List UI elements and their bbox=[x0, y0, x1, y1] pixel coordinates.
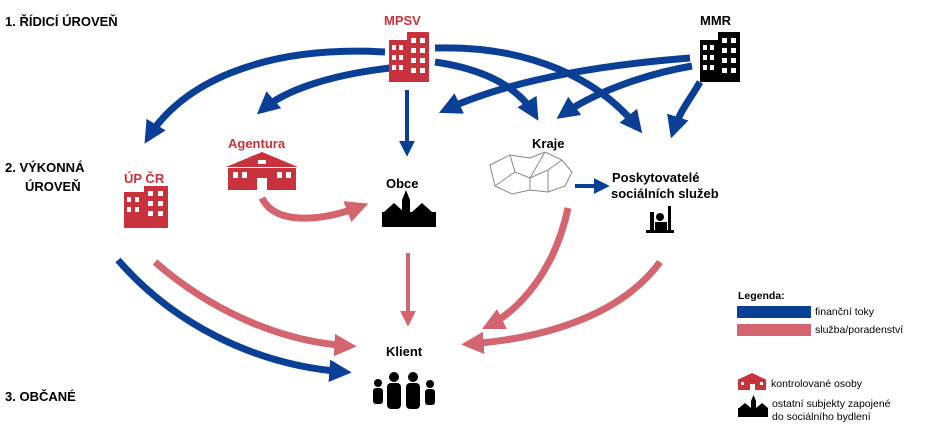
service-kraje-klient bbox=[481, 207, 572, 330]
flow-mmr-poskytovatele bbox=[667, 80, 704, 139]
level-2-label-line2: ÚROVEŇ bbox=[25, 179, 81, 194]
legend-title: Legenda: bbox=[738, 290, 785, 302]
flow-up-klient bbox=[115, 257, 352, 383]
service-agentura-obce bbox=[258, 196, 369, 223]
legend-swatch-financni bbox=[737, 306, 811, 318]
mpsv-label: MPSV bbox=[384, 13, 421, 28]
financial-flows bbox=[115, 44, 704, 383]
agentura-label: Agentura bbox=[228, 136, 286, 151]
mmr-label: MMR bbox=[700, 13, 732, 28]
legend-sluzba: služba/poradenství bbox=[815, 324, 904, 336]
town-church-icon bbox=[738, 395, 768, 417]
up-cr-label: ÚP ČR bbox=[124, 171, 165, 186]
flow-mpsv-kraje bbox=[434, 58, 539, 121]
kraje-label: Kraje bbox=[532, 136, 565, 151]
level-3-label: 3. OBČANÉ bbox=[5, 389, 76, 404]
legend-financni: finanční toky bbox=[815, 306, 874, 318]
office-building-icon bbox=[700, 32, 740, 82]
czech-map-icon bbox=[489, 151, 573, 195]
service-poskytovatele-klient bbox=[461, 259, 663, 355]
town-church-icon bbox=[382, 190, 436, 227]
flow-mpsv-poskytovatele bbox=[434, 44, 643, 134]
school-building-icon bbox=[737, 373, 767, 390]
legend-ostatni-line2: do sociálního bydlení bbox=[772, 411, 871, 423]
level-1-label: 1. ŘÍDICÍ ÚROVEŇ bbox=[5, 14, 118, 29]
poskytovatele-label-line1: Poskytovatelé bbox=[612, 170, 700, 185]
office-building-icon bbox=[124, 186, 168, 228]
obce-label: Obce bbox=[386, 176, 419, 191]
flow-mmr-obce-side bbox=[438, 54, 691, 114]
flow-mpsv-up bbox=[144, 47, 386, 144]
legend-ostatni-line1: ostatní subjekty zapojené bbox=[772, 398, 891, 410]
poskytovatele-label-line2: sociálních služeb bbox=[611, 186, 719, 201]
level-2-label-line1: 2. VÝKONNÁ bbox=[5, 160, 85, 175]
legend-swatch-sluzba bbox=[737, 324, 811, 336]
school-building-icon bbox=[226, 152, 298, 190]
service-flows bbox=[152, 196, 663, 357]
service-up-klient bbox=[152, 259, 357, 357]
family-icon bbox=[373, 372, 435, 409]
service-provider-icon bbox=[646, 206, 674, 233]
flow-mmr-kraje bbox=[556, 62, 693, 119]
flow-mpsv-agentura bbox=[256, 64, 391, 115]
office-building-icon bbox=[389, 32, 429, 82]
klient-label: Klient bbox=[386, 344, 423, 359]
legend-kontrolovane: kontrolované osoby bbox=[771, 378, 863, 390]
